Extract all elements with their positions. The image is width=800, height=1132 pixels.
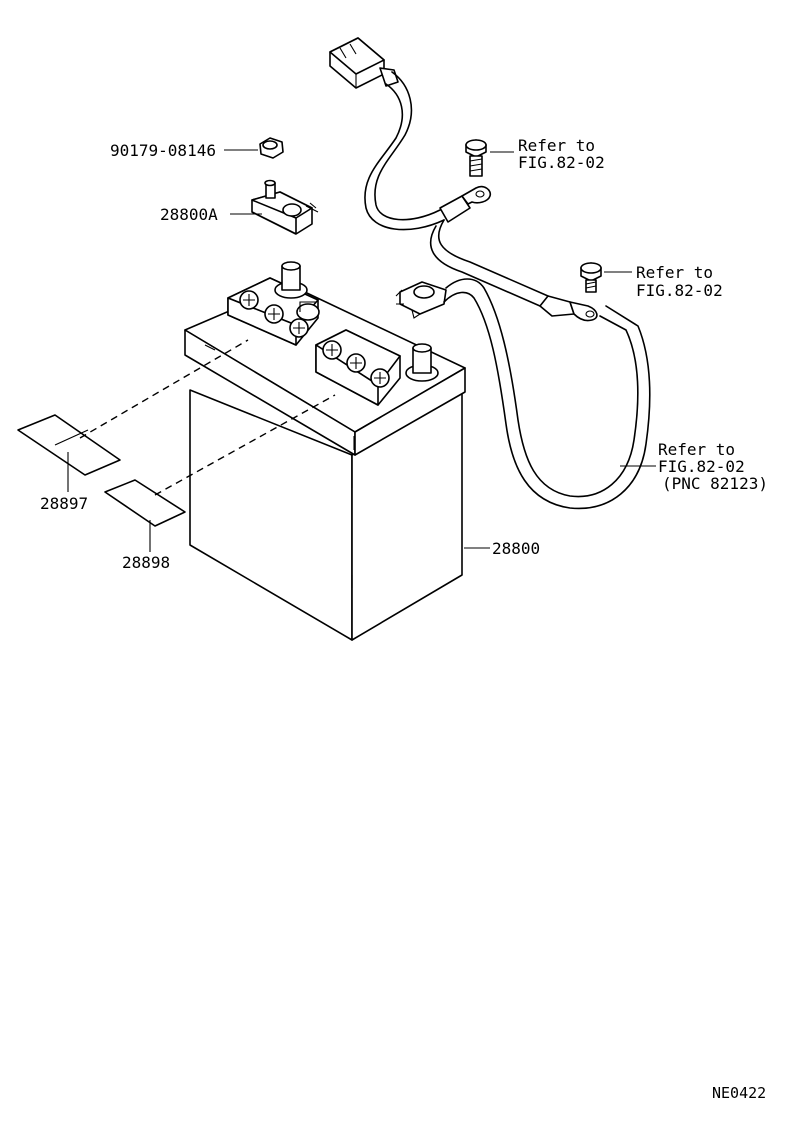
negative-cable[interactable] <box>329 37 598 322</box>
part-label-sticker-upper: 28897 <box>40 494 88 513</box>
label-sticker-28897[interactable] <box>17 414 121 476</box>
ref-note-3-line1: Refer to <box>658 440 735 459</box>
part-label-battery: 28800 <box>492 539 540 558</box>
battery-center-mark <box>204 344 216 351</box>
ref-note-3-line3: (PNC 82123) <box>662 474 768 493</box>
connector-plug <box>329 37 399 89</box>
battery[interactable] <box>184 261 466 641</box>
hex-nut[interactable] <box>259 137 284 159</box>
negative-post <box>274 261 308 299</box>
ref-note-1-line1: Refer to <box>518 136 595 155</box>
battery-lid-side <box>354 367 466 456</box>
part-label-nut: 90179-08146 <box>110 141 216 160</box>
label-placement-line-lower <box>154 394 336 496</box>
ref-note-1-line2: FIG.82-02 <box>518 153 605 172</box>
part-label-sticker-lower: 28898 <box>122 553 170 572</box>
cell-cap-block-right <box>315 329 401 406</box>
positive-post <box>405 343 439 382</box>
ref-note-2-line1: Refer to <box>636 263 713 282</box>
label-sticker-28898[interactable] <box>104 479 186 527</box>
charge-indicator-icon <box>296 301 320 321</box>
ref-note-2-line2: FIG.82-02 <box>636 281 723 300</box>
positive-cable[interactable] <box>395 278 651 510</box>
diagram-code: NE0422 <box>712 1084 766 1102</box>
label-placement-line-upper <box>79 339 249 439</box>
part-label-terminal: 28800A <box>160 205 218 224</box>
battery-terminal-clamp[interactable] <box>251 179 319 235</box>
positive-clamp <box>395 281 447 319</box>
bolt-upper[interactable] <box>465 139 487 177</box>
bolt-right[interactable] <box>580 262 602 293</box>
ref-note-3-line2: FIG.82-02 <box>658 457 745 476</box>
